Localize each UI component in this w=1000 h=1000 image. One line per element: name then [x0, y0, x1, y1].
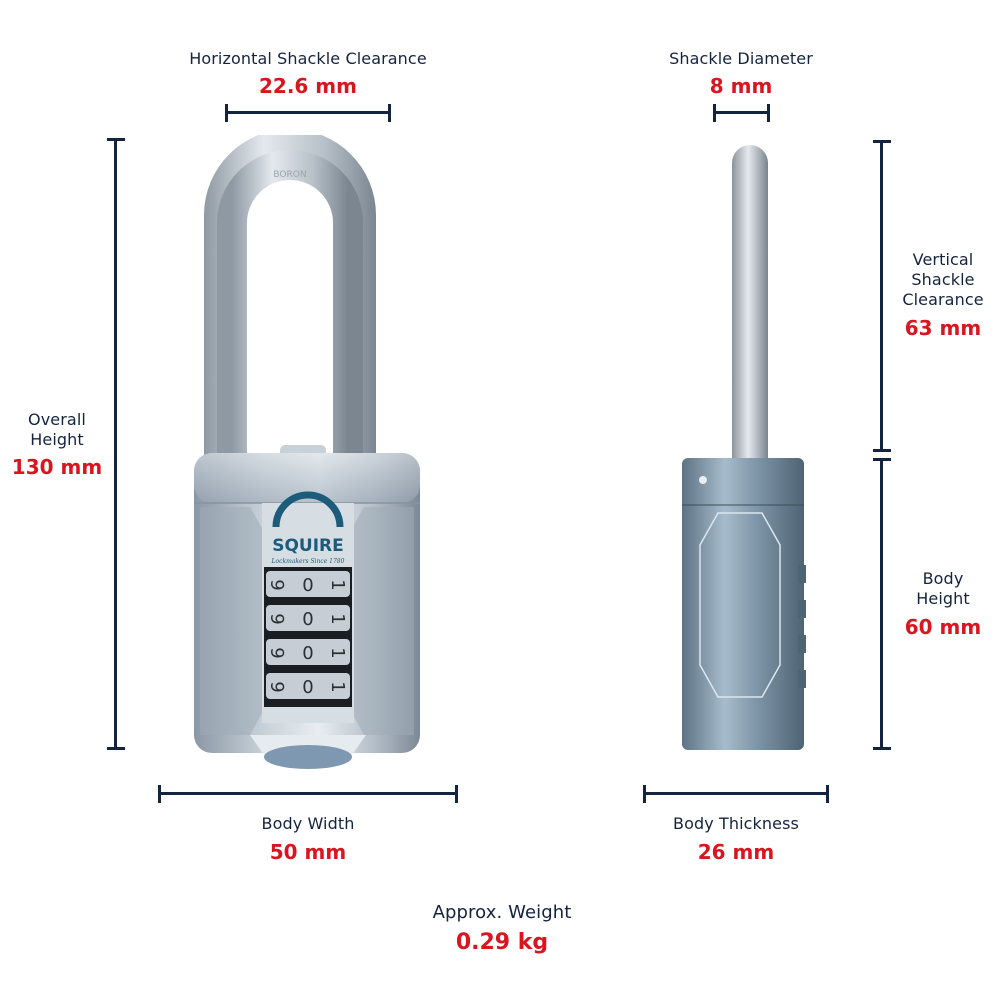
weight-value: 0.29 kg — [455, 930, 549, 955]
svg-text:6: 6 — [268, 681, 289, 692]
body-height-label: Body Height — [916, 569, 970, 608]
horizontal-shackle-clearance-dimension-line — [225, 104, 391, 122]
padlock-side-illustration — [682, 145, 806, 750]
horizontal-shackle-clearance-label: Horizontal Shackle Clearance — [189, 49, 427, 68]
vertical-shackle-clearance-label: Vertical Shackle Clearance — [902, 250, 984, 309]
svg-text:1: 1 — [327, 579, 348, 590]
padlock-side-view — [670, 135, 820, 755]
body-width-value: 50 mm — [269, 840, 347, 864]
body-width-dimension-line — [158, 785, 458, 803]
svg-text:0: 0 — [302, 609, 313, 630]
svg-text:1: 1 — [327, 681, 348, 692]
svg-text:6: 6 — [268, 647, 289, 658]
body-width-label: Body Width — [261, 814, 355, 833]
shackle-engraving: BORON — [273, 170, 306, 180]
overall-height-label: Overall Height — [28, 410, 86, 449]
overall-height-dimension-line — [107, 138, 125, 750]
weight-label: Approx. Weight — [432, 902, 572, 923]
body-height-value: 60 mm — [904, 615, 982, 639]
svg-text:1: 1 — [327, 613, 348, 624]
body-thickness-label: Body Thickness — [673, 814, 799, 833]
shackle-diameter-value: 8 mm — [709, 74, 773, 98]
body-height-dimension-line — [873, 458, 891, 750]
shackle-diameter-dimension-line — [713, 104, 770, 122]
body-thickness-dimension-line — [643, 785, 829, 803]
svg-text:0: 0 — [302, 575, 313, 596]
brand-tagline: Lockmakers Since 1780 — [271, 558, 345, 565]
vertical-shackle-clearance-value: 63 mm — [904, 316, 982, 340]
svg-text:6: 6 — [268, 613, 289, 624]
horizontal-shackle-clearance-value: 22.6 mm — [259, 74, 357, 98]
svg-text:0: 0 — [302, 677, 313, 698]
padlock-front-illustration: BORON SQUIRE Lockmakers Since 1780 6 0 1… — [194, 135, 420, 769]
overall-height-value: 130 mm — [11, 455, 103, 479]
body-thickness-value: 26 mm — [697, 840, 775, 864]
padlock-front-view: BORON SQUIRE Lockmakers Since 1780 6 0 1… — [180, 135, 440, 775]
vertical-shackle-clearance-dimension-line — [873, 140, 891, 452]
brand-logo: SQUIRE — [272, 536, 344, 556]
combination-dials: 6 0 1 6 0 1 6 0 1 6 0 1 — [266, 571, 350, 699]
svg-text:1: 1 — [327, 647, 348, 658]
svg-text:6: 6 — [268, 579, 289, 590]
svg-text:0: 0 — [302, 643, 313, 664]
shackle-diameter-label: Shackle Diameter — [669, 49, 813, 68]
